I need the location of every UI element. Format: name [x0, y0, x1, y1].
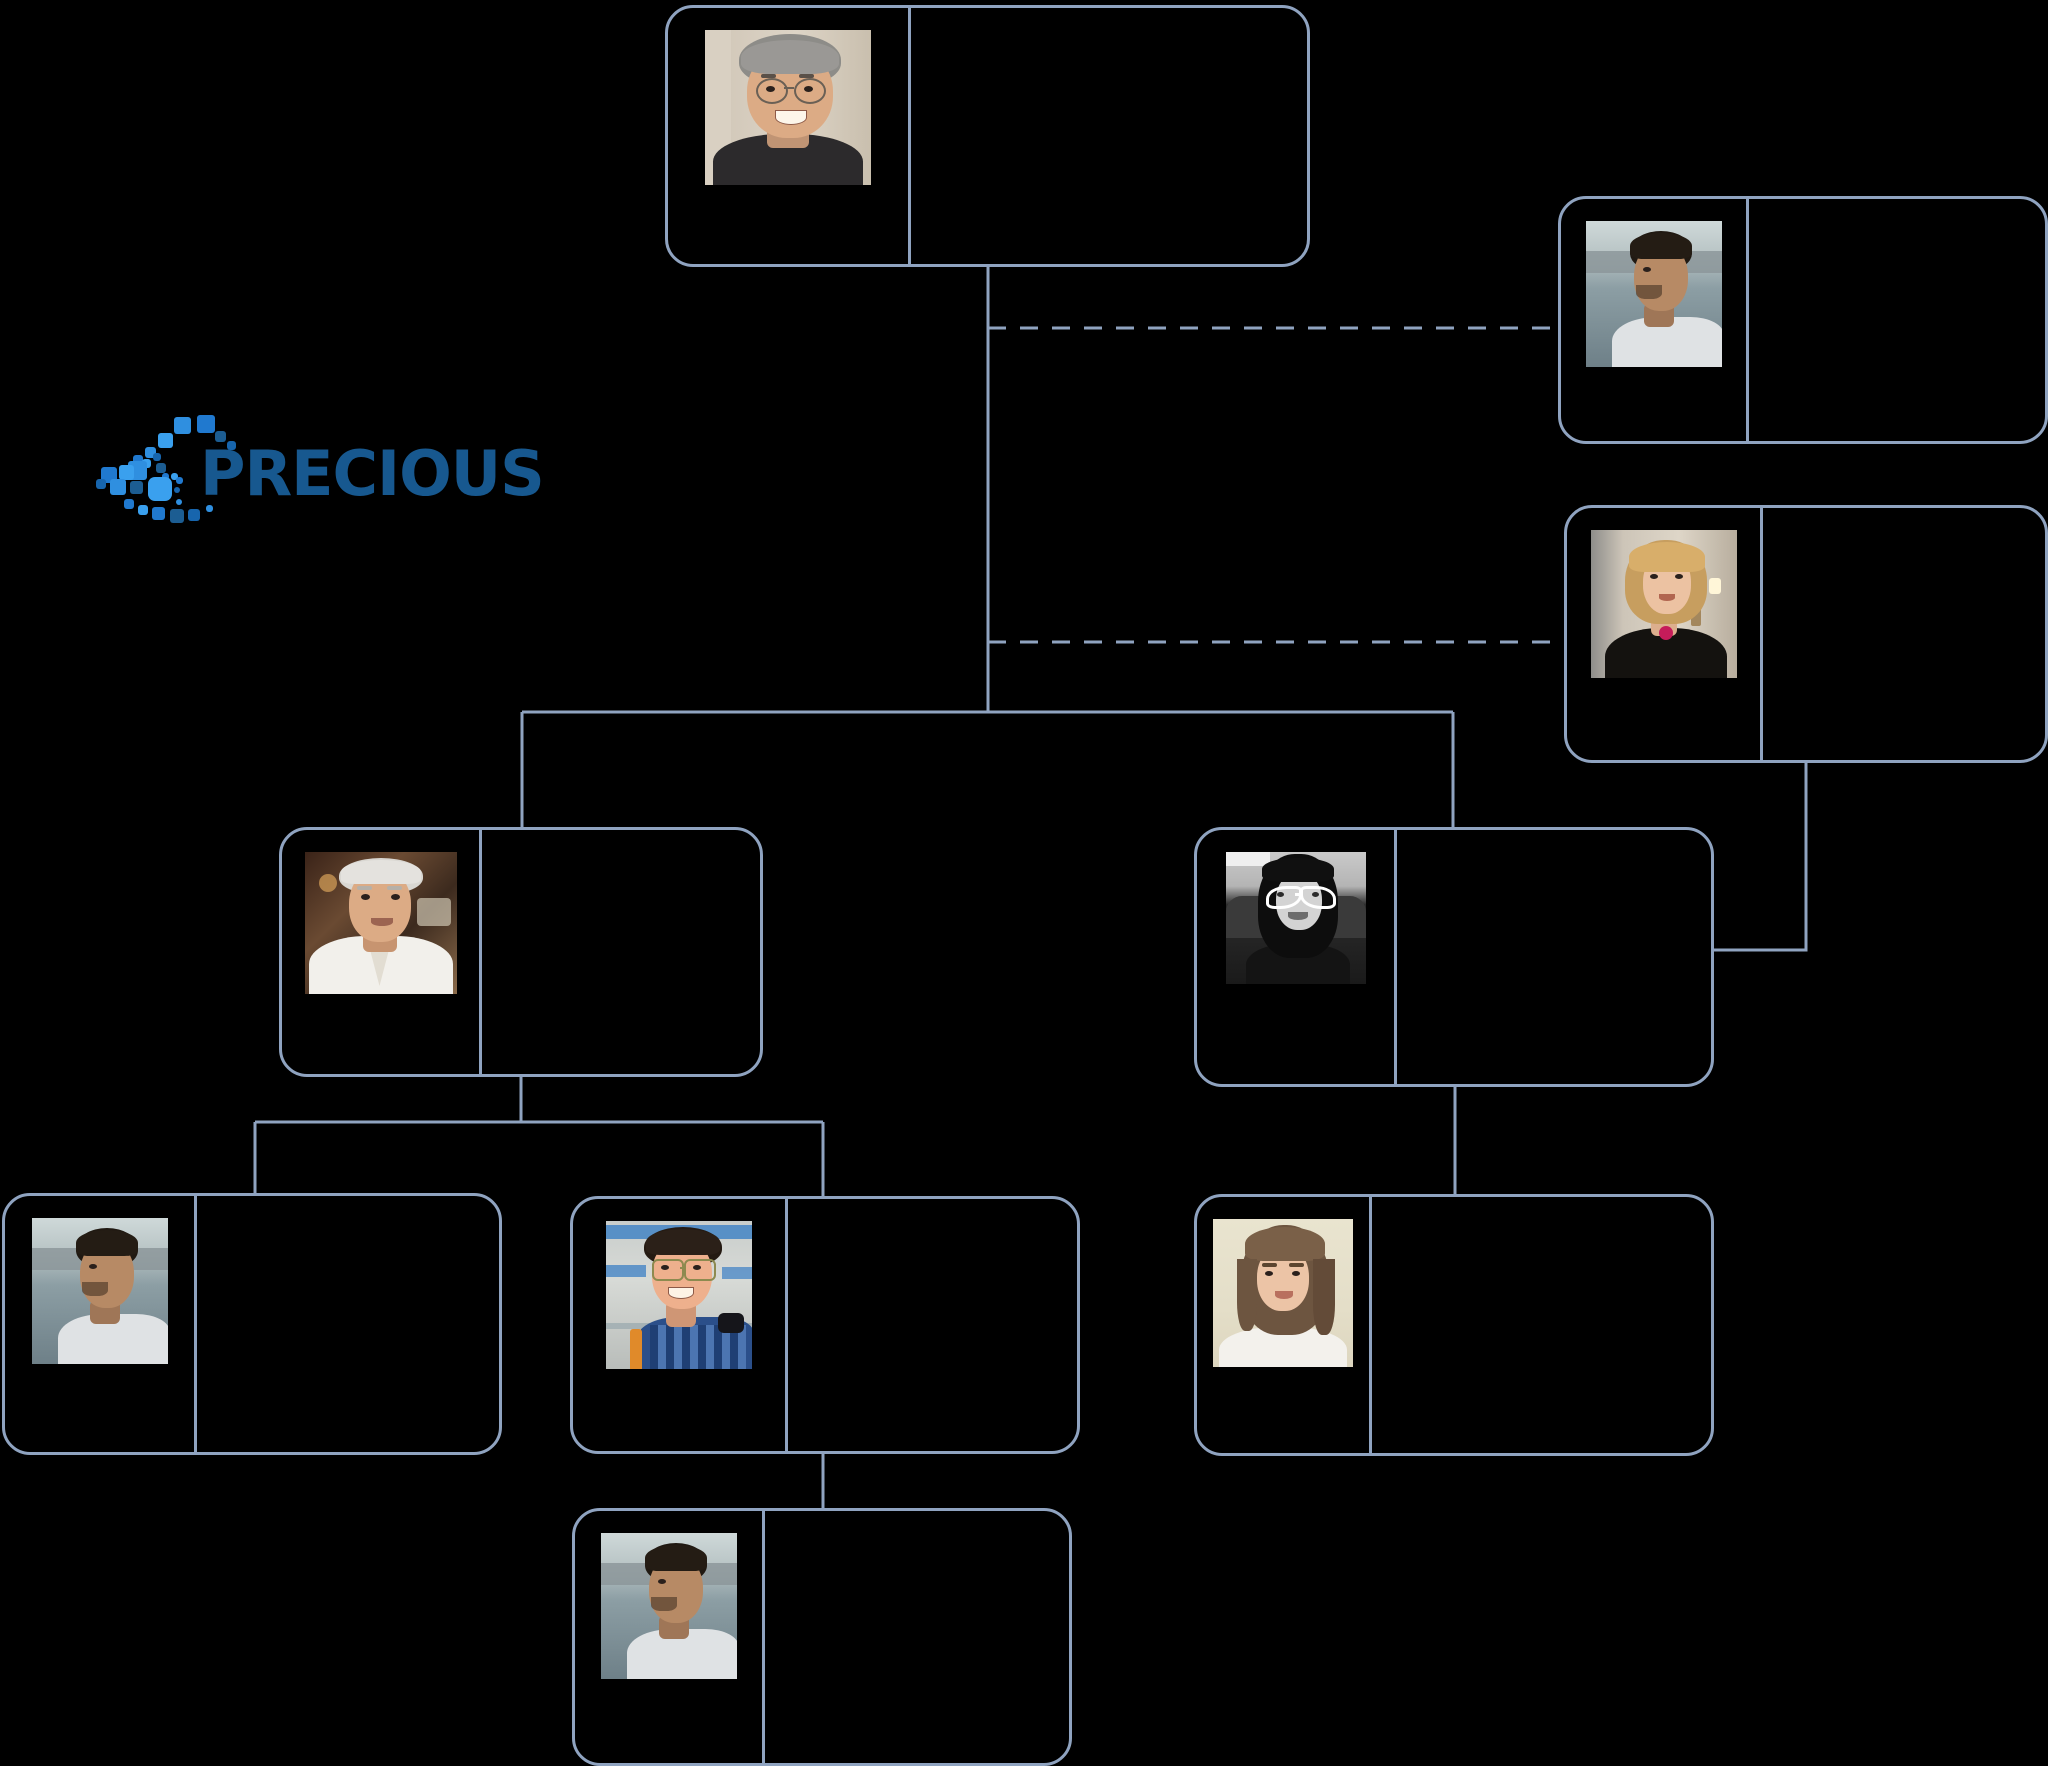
person-card-grandchild-3[interactable] [1194, 1194, 1714, 1456]
person-photo-pane [668, 8, 911, 264]
edge-partner-2-to-child-2 [1714, 763, 1808, 952]
person-card-grandchild-1[interactable] [2, 1193, 502, 1455]
person-card-child-2[interactable] [1194, 827, 1714, 1087]
person-card-partner-1[interactable] [1558, 196, 2048, 444]
person-photo-pane [1197, 1197, 1372, 1453]
portrait-young-man-lake [1585, 221, 1722, 367]
portrait-blonde-woman [1590, 530, 1737, 678]
person-info-pane [1763, 508, 2045, 760]
person-info-pane [1372, 1197, 1711, 1453]
person-card-great-grandchild-1[interactable] [572, 1508, 1072, 1766]
precious-logo: PRECIOUS [96, 415, 545, 533]
person-photo-pane [5, 1196, 197, 1452]
person-photo-pane [573, 1199, 788, 1451]
portrait-older-man-white-shirt [304, 852, 457, 994]
person-card-child-1[interactable] [279, 827, 763, 1077]
portrait-young-man-plaid-glasses [606, 1221, 752, 1369]
person-card-root[interactable] [665, 5, 1310, 267]
precious-wordmark: PRECIOUS [200, 437, 545, 510]
portrait-young-woman-brown-hair [1213, 1219, 1353, 1367]
portrait-young-man-lake [31, 1218, 168, 1364]
portrait-young-man-lake [600, 1533, 737, 1679]
person-info-pane [1397, 830, 1711, 1084]
person-info-pane [1749, 199, 2045, 441]
person-card-grandchild-2[interactable] [570, 1196, 1080, 1454]
portrait-man-glasses-gray-hair [705, 30, 871, 185]
person-photo-pane [1197, 830, 1397, 1084]
person-info-pane [788, 1199, 1077, 1451]
person-photo-pane [575, 1511, 765, 1763]
person-photo-pane [1567, 508, 1763, 760]
portrait-woman-cat-eye-glasses-bw [1225, 852, 1366, 984]
person-info-pane [765, 1511, 1069, 1763]
person-info-pane [482, 830, 760, 1074]
person-card-partner-2[interactable] [1564, 505, 2048, 763]
person-photo-pane [1561, 199, 1749, 441]
person-photo-pane [282, 830, 482, 1074]
person-info-pane [197, 1196, 499, 1452]
person-info-pane [911, 8, 1307, 264]
precious-logo-mark [96, 415, 236, 533]
